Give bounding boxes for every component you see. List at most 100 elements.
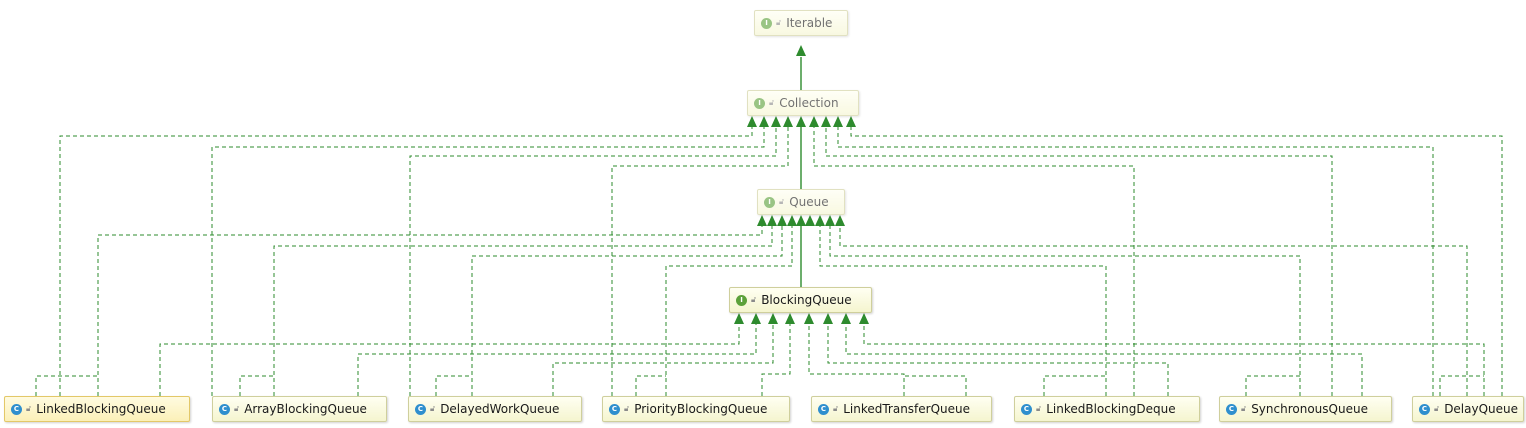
arrowhead-blockingqueue-1	[751, 313, 761, 324]
arrowhead-queue-2	[777, 215, 787, 226]
implements-edge-6	[837, 127, 1434, 396]
node-label: LinkedTransferQueue	[843, 402, 971, 416]
visibility-icon: 🔓︎	[776, 18, 782, 27]
node-delayedworkqueue[interactable]: C 🔓︎ DelayedWorkQueue	[408, 396, 582, 422]
implements-edge-13	[829, 226, 1301, 396]
interface-icon: I	[764, 196, 775, 208]
implements-edge-0	[59, 127, 753, 396]
implements-edge-17	[552, 324, 774, 396]
node-linkedblockingqueue[interactable]: C 🔓︎ LinkedBlockingQueue	[4, 396, 190, 422]
arrowhead-blockingqueue-6	[841, 313, 851, 324]
arrowhead-collection-0	[747, 116, 757, 127]
implements-edge-20	[827, 324, 1169, 396]
class-icon: C	[1021, 403, 1032, 415]
class-icon: C	[1226, 403, 1237, 415]
arrowhead-iterable	[796, 45, 806, 56]
node-delayqueue[interactable]: C 🔓︎ DelayQueue	[1412, 396, 1524, 422]
class-icon: C	[11, 403, 22, 415]
arrowhead-blockingqueue-7	[859, 313, 869, 324]
interface-icon: I	[736, 294, 747, 306]
visibility-icon: 🔓︎	[624, 404, 630, 413]
node-arrayblockingqueue[interactable]: C 🔓︎ ArrayBlockingQueue	[212, 396, 387, 422]
visibility-icon: 🔓︎	[430, 404, 436, 413]
visibility-icon: 🔓︎	[26, 404, 32, 413]
class-icon: C	[219, 403, 230, 415]
node-iterable[interactable]: I 🔓︎ Iterable	[754, 10, 848, 36]
implements-edge-4	[813, 127, 1135, 396]
implements-edge-1	[211, 127, 765, 396]
class-icon: C	[415, 403, 426, 415]
arrowhead-queue-0	[757, 215, 767, 226]
implements-edge-12	[819, 226, 1107, 396]
node-label: PriorityBlockingQueue	[634, 402, 768, 416]
class-icon: C	[609, 403, 620, 415]
implements-edge-9	[273, 226, 773, 396]
node-label: DelayedWorkQueue	[440, 402, 560, 416]
node-label: Queue	[789, 195, 829, 209]
arrowhead-blockingqueue-4	[804, 313, 814, 324]
arrowhead-blockingqueue-5	[823, 313, 833, 324]
visibility-icon: 🔓︎	[751, 295, 757, 304]
implements-edge-19	[808, 324, 905, 396]
arrowhead-queue-3	[787, 215, 797, 226]
arrowhead-blockingqueue-3	[785, 313, 795, 324]
arrowhead-queue-7	[825, 215, 835, 226]
arrowhead-collection-2	[771, 116, 781, 127]
implements-edge-10	[471, 226, 783, 396]
feeder-edge-1	[239, 375, 274, 396]
visibility-icon: 🔓︎	[779, 197, 785, 206]
implements-edge-16	[357, 324, 757, 396]
node-linkedtransferqueue[interactable]: C 🔓︎ LinkedTransferQueue	[811, 396, 992, 422]
feeder-edge-3	[635, 375, 666, 396]
node-queue[interactable]: I 🔓︎ Queue	[757, 189, 845, 215]
node-label: Iterable	[786, 16, 833, 30]
node-label: BlockingQueue	[761, 293, 852, 307]
node-label: ArrayBlockingQueue	[244, 402, 367, 416]
node-blockingqueue[interactable]: I 🔓︎ BlockingQueue	[729, 287, 872, 313]
node-priorityblockingqueue[interactable]: C 🔓︎ PriorityBlockingQueue	[602, 396, 790, 422]
arrowhead-collection-5	[809, 116, 819, 127]
interface-icon: I	[761, 17, 772, 29]
arrowhead-collection-1	[759, 116, 769, 127]
feeder-edge-2	[435, 375, 472, 396]
arrowhead-blockingqueue-2	[768, 313, 778, 324]
visibility-icon: 🔓︎	[1434, 404, 1440, 413]
interface-icon: I	[754, 97, 765, 109]
implements-edge-22	[863, 324, 1485, 396]
implements-edge-3	[611, 127, 789, 396]
implements-edge-7	[850, 127, 1503, 396]
node-collection[interactable]: I 🔓︎ Collection	[747, 90, 859, 116]
feeder-edge-6	[1245, 375, 1300, 396]
feeder-edge-0	[35, 375, 98, 396]
arrowhead-collection-8	[846, 116, 856, 127]
arrowhead-queue-1	[767, 215, 777, 226]
node-label: DelayQueue	[1444, 402, 1519, 416]
implements-edge-15	[159, 324, 740, 396]
arrowhead-queue-5	[805, 215, 815, 226]
arrowhead-queue-4	[796, 215, 806, 226]
arrowhead-collection-6	[821, 116, 831, 127]
arrowhead-collection-3	[783, 116, 793, 127]
visibility-icon: 🔓︎	[769, 98, 775, 107]
arrowhead-queue-6	[815, 215, 825, 226]
node-linkedblockingdeque[interactable]: C 🔓︎ LinkedBlockingDeque	[1014, 396, 1200, 422]
implements-edge-21	[845, 324, 1363, 396]
node-label: LinkedBlockingDeque	[1046, 402, 1176, 416]
implements-edge-18	[761, 324, 791, 396]
arrowhead-queue-8	[835, 215, 845, 226]
node-label: Collection	[779, 96, 839, 110]
implements-edge-14	[839, 226, 1468, 396]
implements-edge-8	[97, 226, 763, 396]
visibility-icon: 🔓︎	[1036, 404, 1042, 413]
node-synchronousqueue[interactable]: C 🔓︎ SynchronousQueue	[1219, 396, 1392, 422]
visibility-icon: 🔓︎	[1241, 404, 1247, 413]
node-label: LinkedBlockingQueue	[36, 402, 166, 416]
visibility-icon: 🔓︎	[234, 404, 240, 413]
feeder-edge-5	[1043, 375, 1106, 396]
visibility-icon: 🔓︎	[833, 404, 839, 413]
feeder-edge-7	[1439, 375, 1484, 396]
arrowhead-collection-4	[796, 116, 806, 127]
implements-edge-5	[825, 127, 1333, 396]
implements-edge-2	[409, 127, 777, 396]
